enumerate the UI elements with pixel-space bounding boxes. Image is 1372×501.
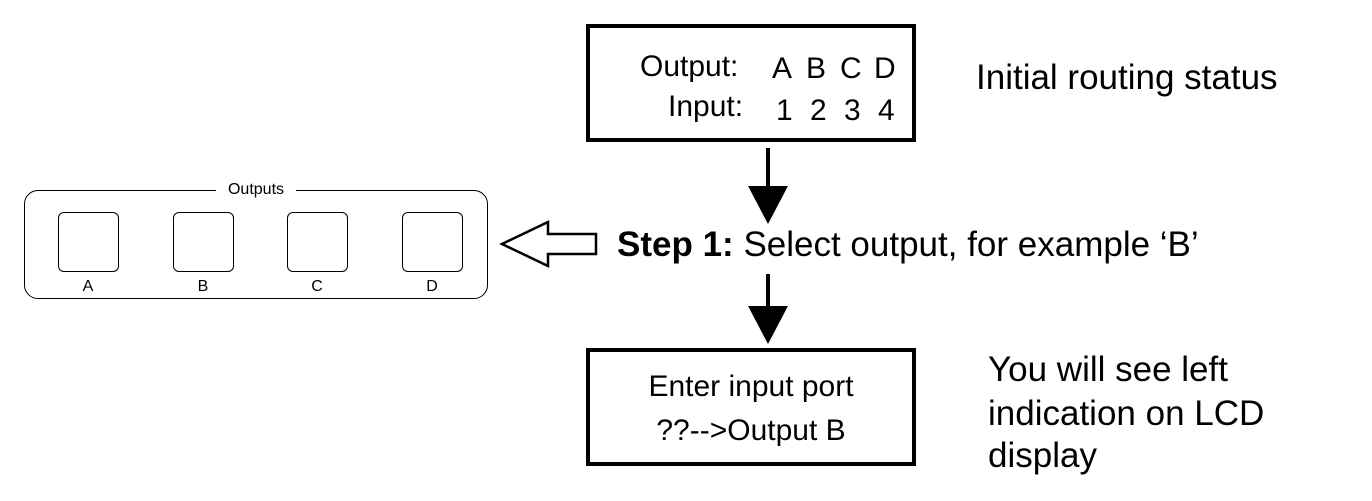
step1-text: Select output, for example ‘B’	[743, 225, 1199, 264]
hollow-arrow-left-icon	[499, 220, 598, 268]
result-caption-line3: display	[988, 436, 1097, 475]
arrow-down-top	[748, 148, 788, 224]
output-button-d[interactable]	[402, 212, 463, 272]
output-button-a[interactable]	[58, 212, 119, 272]
result-caption-line1: You will see left	[988, 350, 1228, 389]
step1-label: Step 1:	[617, 225, 734, 264]
output-button-a-label: A	[82, 278, 94, 295]
initial-status-caption: Initial routing status	[976, 58, 1278, 97]
output-port-c: C	[840, 52, 862, 85]
output-button-c[interactable]	[287, 212, 348, 272]
input-port-2: 2	[810, 94, 827, 127]
lcd-result-line2: ??-->Output B	[656, 414, 846, 447]
output-button-d-label: D	[426, 278, 438, 295]
result-caption-line2: indication on LCD	[988, 394, 1265, 433]
output-button-b[interactable]	[173, 212, 234, 272]
output-port-b: B	[806, 52, 827, 85]
arrow-down-bottom	[748, 274, 788, 344]
input-row-label: Input:	[668, 90, 744, 123]
output-row-label: Output:	[640, 50, 739, 83]
lcd-result-line1: Enter input port	[648, 370, 854, 403]
outputs-panel-title: Outputs	[216, 181, 296, 199]
output-button-c-label: C	[311, 278, 323, 295]
input-port-1: 1	[776, 94, 793, 127]
lcd-initial-status: Output: A B C D Input: 1 2 3 4	[586, 24, 916, 142]
lcd-result-display: Enter input port ??-->Output B	[586, 348, 916, 466]
input-port-3: 3	[844, 94, 861, 127]
input-port-4: 4	[878, 94, 895, 127]
output-port-a: A	[772, 52, 793, 85]
step1-instruction: Step 1: Select output, for example ‘B’	[617, 227, 1199, 262]
output-button-b-label: B	[197, 278, 209, 295]
output-port-d: D	[874, 52, 896, 85]
